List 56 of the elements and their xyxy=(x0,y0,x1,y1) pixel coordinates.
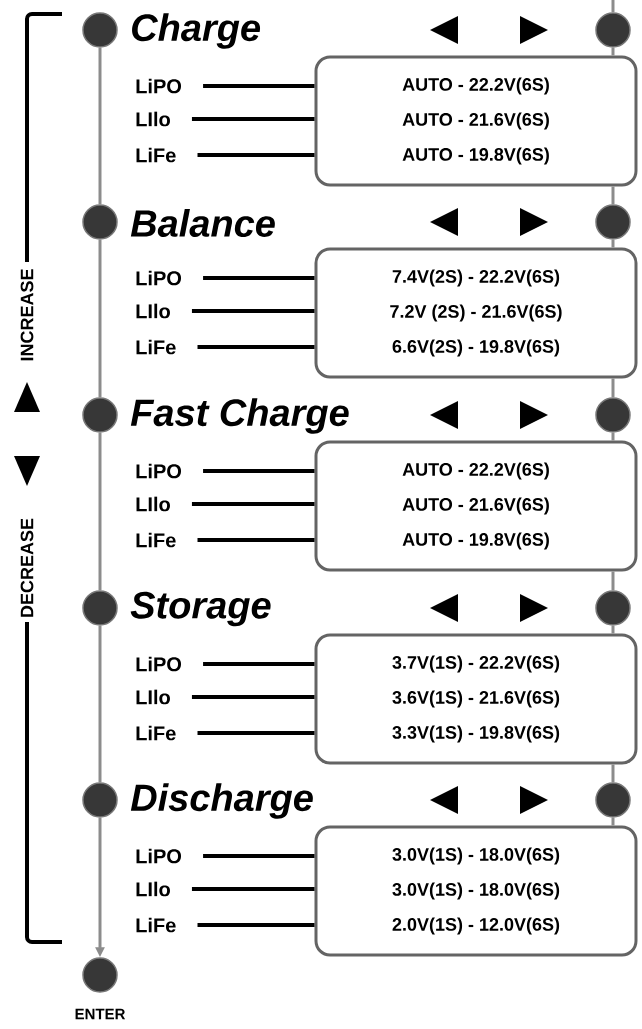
battery-type-label: LiPO xyxy=(136,78,182,94)
battery-type-label: LIlo xyxy=(136,881,170,897)
mode-heading: Fast Charge xyxy=(130,398,349,434)
battery-type-label: LIlo xyxy=(136,496,170,512)
connector-line xyxy=(98,432,102,591)
connector-line xyxy=(611,47,615,56)
battery-type-label: LIlo xyxy=(136,303,170,319)
axis-label: INCREASE xyxy=(20,269,34,361)
connector-line xyxy=(611,378,615,398)
battery-type-label: LiPO xyxy=(136,463,182,479)
connector-line xyxy=(203,469,315,473)
connector-line xyxy=(197,923,315,927)
battery-type-label: LiFe xyxy=(136,147,176,163)
connector-line xyxy=(611,625,615,634)
battery-type-label: LIlo xyxy=(136,111,170,127)
value-box: 3.0V(1S) - 18.0V(6S) 3.0V(1S) - 18.0V(6S) 2.0V(1S) - 12.0V(6S) xyxy=(314,825,638,957)
value-box: 3.7V(1S) - 22.2V(6S) 3.6V(1S) - 21.6V(6S) 3.3V(1S) - 19.8V(6S) xyxy=(314,633,638,765)
connector-line xyxy=(611,186,615,205)
connector-line xyxy=(197,345,315,349)
connector-line xyxy=(191,695,315,699)
connector-line xyxy=(611,432,615,441)
battery-type-label: LIlo xyxy=(136,689,170,705)
connector-line xyxy=(197,538,315,542)
battery-type-label: LiPO xyxy=(136,656,182,672)
connector-line xyxy=(203,84,315,88)
mode-heading: Discharge xyxy=(130,783,313,819)
battery-type-label: LiPO xyxy=(136,848,182,864)
connector-line xyxy=(611,239,615,248)
connector-line xyxy=(203,854,315,858)
battery-type-label: LiPO xyxy=(136,270,182,286)
connector-line xyxy=(611,817,615,826)
connector-line xyxy=(203,662,315,666)
connector-line xyxy=(191,502,315,506)
connector-line xyxy=(611,571,615,591)
battery-type-label: LiFe xyxy=(136,532,176,548)
connector-line xyxy=(98,239,102,398)
value-box: AUTO - 22.2V(6S) AUTO - 21.6V(6S) AUTO - 19.8V(6S) xyxy=(314,440,638,572)
button-label: ENTER xyxy=(75,1008,126,1020)
battery-type-label: LiFe xyxy=(136,339,176,355)
connector-line xyxy=(611,764,615,783)
connector-line xyxy=(98,47,102,205)
value-box: 7.4V(2S) - 22.2V(6S) 7.2V (2S) - 21.6V(6S) 6.6V(2S) - 19.8V(6S) xyxy=(314,247,638,379)
mode-heading: Charge xyxy=(132,13,261,49)
connector-line xyxy=(98,625,102,783)
mode-heading: Balance xyxy=(130,209,275,237)
value-box: AUTO - 22.2V(6S) AUTO - 21.6V(6S) AUTO - 19.8V(6S) xyxy=(314,55,638,187)
axis-label: DECREASE xyxy=(20,518,34,617)
connector-line xyxy=(197,153,315,157)
battery-type-label: LiFe xyxy=(136,917,176,933)
connector-line xyxy=(191,309,315,313)
connector-line xyxy=(191,117,315,121)
connector-line xyxy=(197,731,315,735)
battery-type-label: LiFe xyxy=(136,725,176,741)
connector-line xyxy=(191,887,315,891)
mode-heading: Storage xyxy=(130,591,271,627)
connector-line xyxy=(203,276,315,280)
